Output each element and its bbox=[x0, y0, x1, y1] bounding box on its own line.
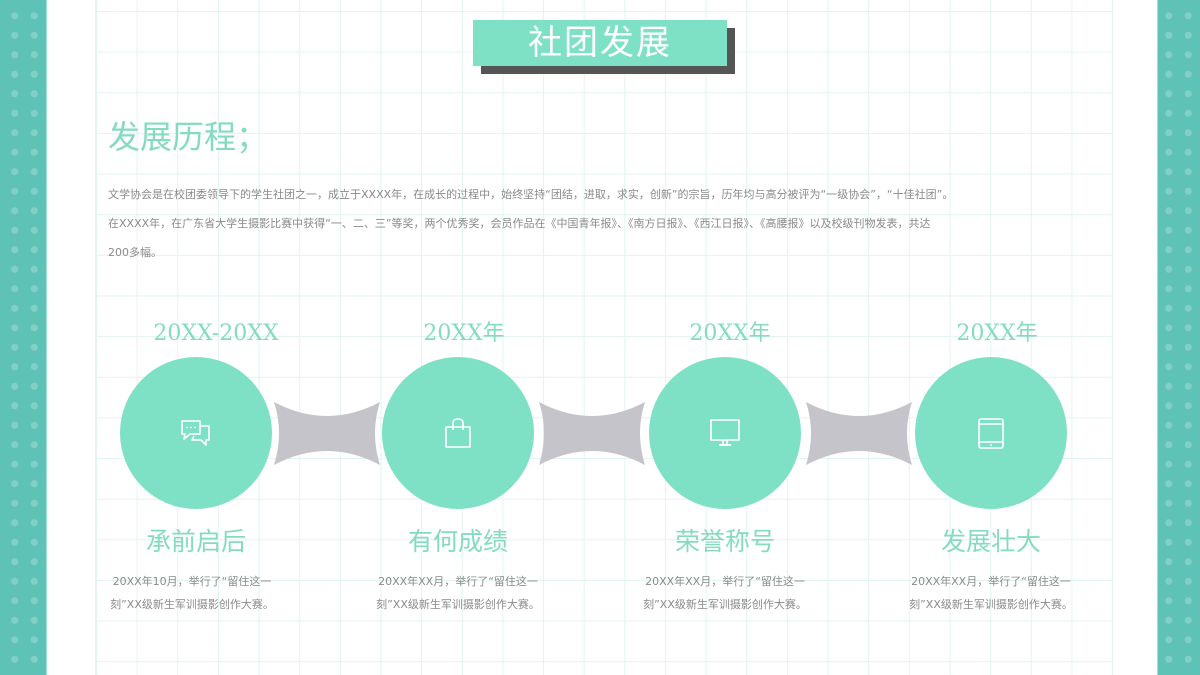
timeline-desc-line: 刻”XX级新生军训摄影创作大赛。 bbox=[110, 598, 274, 611]
timeline-circle bbox=[649, 357, 801, 509]
timeline-connector bbox=[274, 402, 380, 465]
timeline-year: 20XX年 bbox=[689, 321, 771, 346]
timeline-desc-line: 20XX年XX月，举行了“留住这一 bbox=[378, 575, 538, 588]
timeline-title: 有何成绩 bbox=[407, 527, 508, 556]
timeline-circle bbox=[382, 357, 534, 509]
timeline-desc-line: 20XX年XX月，举行了“留住这一 bbox=[911, 575, 1071, 588]
timeline-description: 20XX年XX月，举行了“留住这一 刻”XX级新生军训摄影创作大赛。 bbox=[891, 570, 1091, 616]
intro-line: 200多幅。 bbox=[108, 246, 162, 259]
slide-title: 社团发展 bbox=[473, 20, 735, 74]
timeline-title: 发展壮大 bbox=[940, 527, 1041, 556]
monitor-icon bbox=[710, 419, 740, 446]
timeline-desc-line: 20XX年XX月，举行了“留住这一 bbox=[645, 575, 805, 588]
title-text: 社团发展 bbox=[473, 20, 727, 66]
timeline-desc-line: 20XX年10月，举行了“留住这一 bbox=[112, 575, 272, 588]
intro-line: 在XXXX年，在广东省大学生摄影比赛中获得“一、二、三”等奖，两个优秀奖，会员作… bbox=[108, 217, 931, 230]
shopping-bag-icon bbox=[445, 418, 471, 448]
timeline-desc-line: 刻”XX级新生军训摄影创作大赛。 bbox=[376, 598, 540, 611]
left-decorative-band bbox=[0, 0, 47, 675]
chat-bubbles-icon bbox=[181, 420, 210, 446]
right-decorative-band bbox=[1157, 0, 1200, 675]
intro-paragraph: 文学协会是在校团委领导下的学生社团之一，成立于XXXX年，在成长的过程中，始终坚… bbox=[108, 180, 1108, 267]
timeline-title: 承前启后 bbox=[145, 527, 246, 556]
timeline-connector bbox=[539, 402, 645, 465]
timeline-description: 20XX年10月，举行了“留住这一 刻”XX级新生军训摄影创作大赛。 bbox=[92, 570, 292, 616]
timeline-year: 20XX年 bbox=[956, 321, 1038, 346]
timeline-year: 20XX年 bbox=[423, 321, 505, 346]
timeline-description: 20XX年XX月，举行了“留住这一 刻”XX级新生军训摄影创作大赛。 bbox=[358, 570, 558, 616]
section-heading: 发展历程； bbox=[108, 118, 269, 156]
timeline-title: 荣誉称号 bbox=[674, 527, 775, 556]
timeline-connector bbox=[806, 402, 912, 465]
timeline-circle bbox=[120, 357, 272, 509]
intro-line: 文学协会是在校团委领导下的学生社团之一，成立于XXXX年，在成长的过程中，始终坚… bbox=[108, 188, 954, 201]
timeline-desc-line: 刻”XX级新生军训摄影创作大赛。 bbox=[643, 598, 807, 611]
timeline-description: 20XX年XX月，举行了“留住这一 刻”XX级新生军训摄影创作大赛。 bbox=[625, 570, 825, 616]
grid-paper-background bbox=[95, 0, 1113, 675]
timeline-desc-line: 刻”XX级新生军训摄影创作大赛。 bbox=[909, 598, 1073, 611]
timeline-year: 20XX-20XX bbox=[153, 321, 279, 346]
timeline-circle bbox=[915, 357, 1067, 509]
tablet-icon bbox=[978, 418, 1004, 449]
